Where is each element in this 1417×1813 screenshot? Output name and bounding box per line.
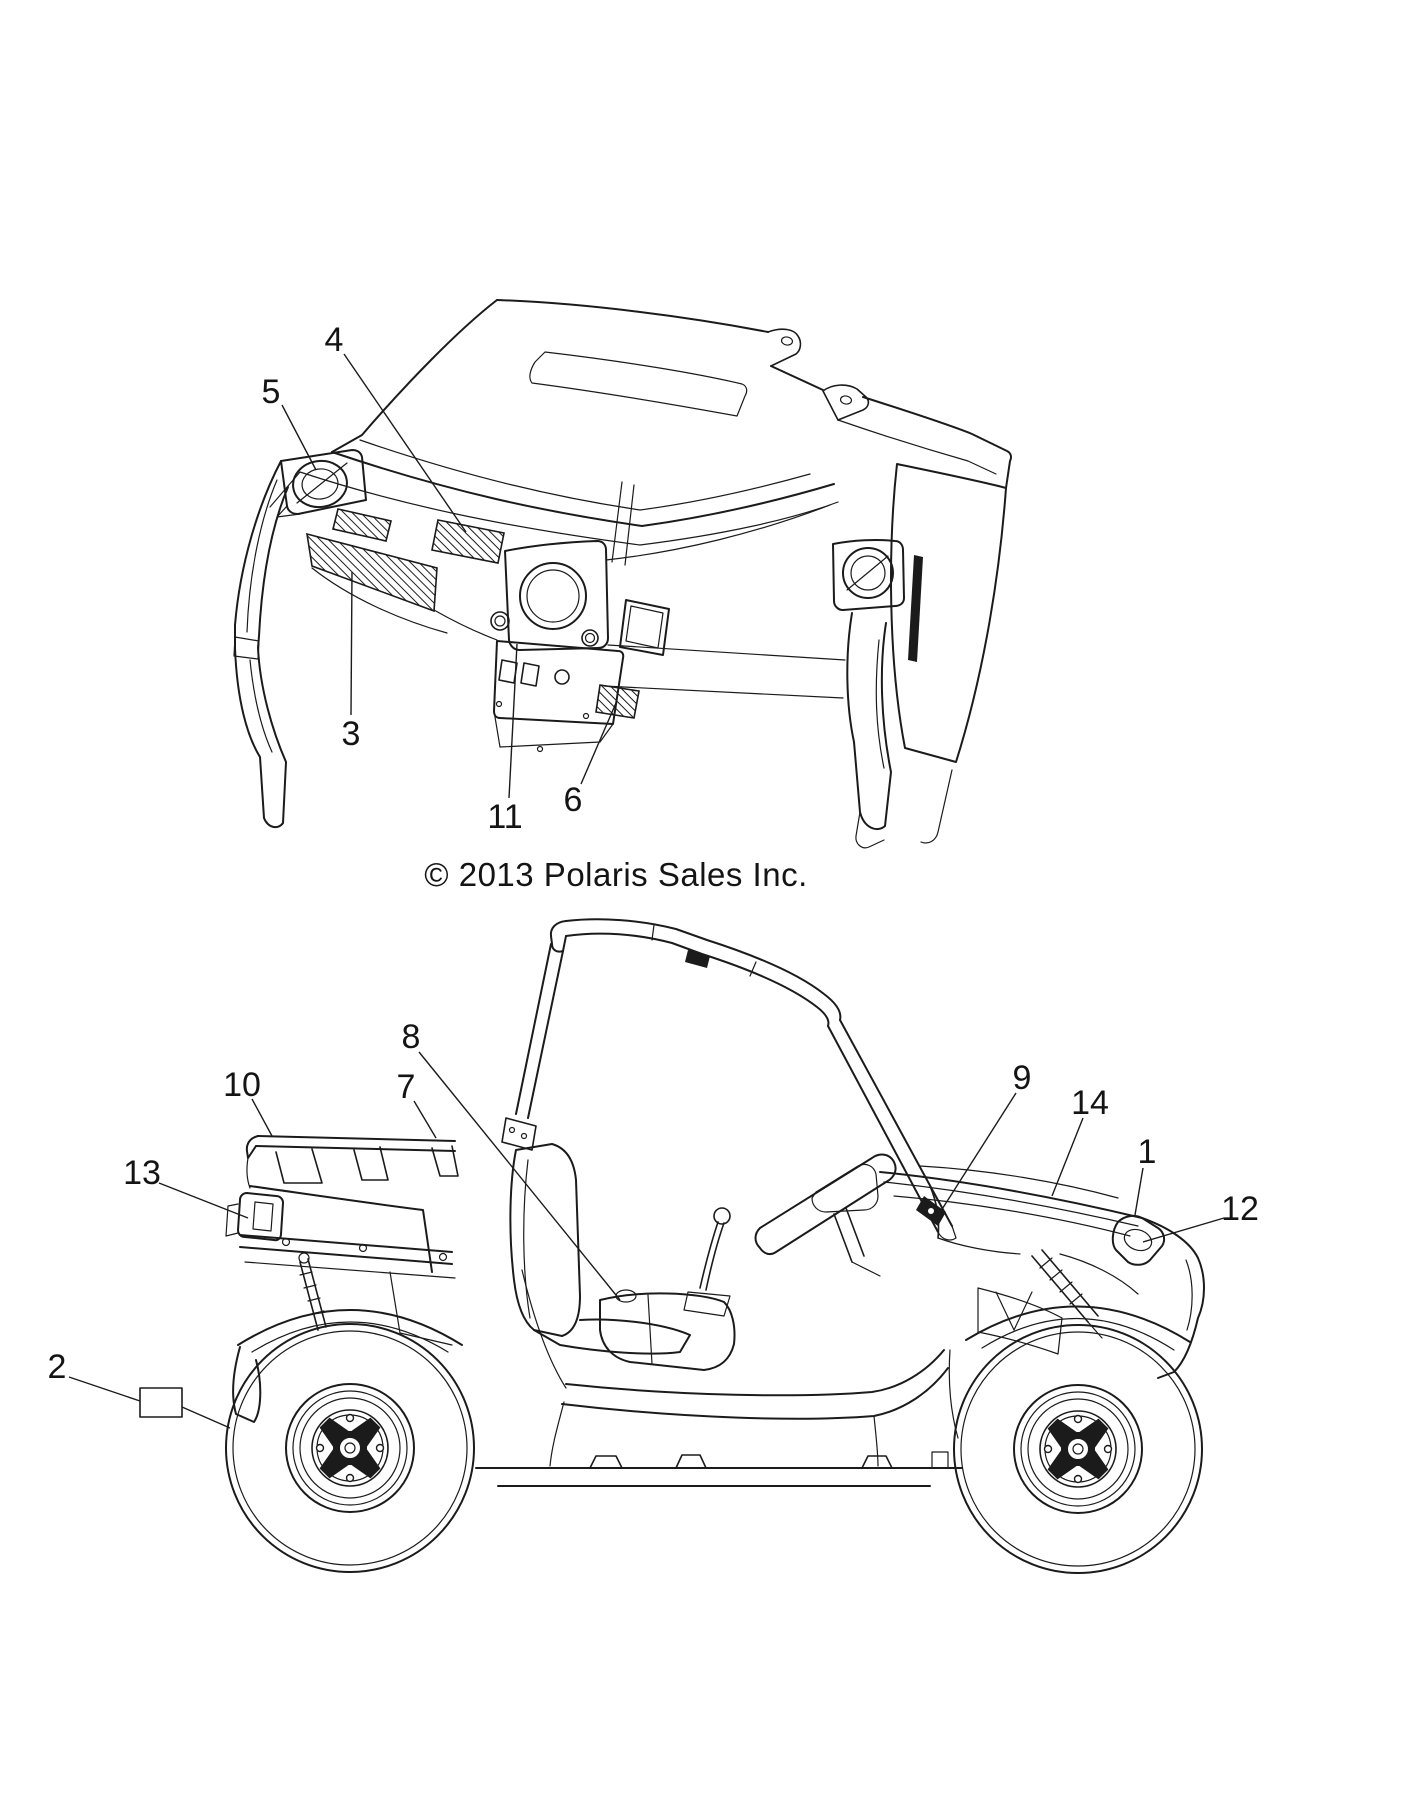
callout-leader-line [418,1051,621,1301]
callout-leader-line [281,404,317,471]
callout-leader-line [1051,1117,1084,1197]
callout-leader-line [938,1092,1017,1215]
rear-wheel [225,1323,475,1573]
hood-and-dash-assembly [233,299,1012,849]
steering-wheel [754,1153,897,1277]
underbody-frame [475,1451,963,1487]
callout-number: 10 [223,1066,261,1104]
callout-leader-line [413,1100,437,1139]
callout-number: 12 [1221,1190,1259,1228]
shift-lever [683,1207,731,1317]
rear-shock [298,1252,327,1331]
callout-leader-line [1134,1167,1144,1216]
fuel-tank [599,1289,736,1371]
callout-number: 5 [262,373,281,411]
callout-number: 2 [48,1348,67,1386]
callout-leader-line [508,643,518,799]
rocker-panel [521,1269,949,1467]
driver-seat [509,1143,691,1355]
dash-grille-strip [306,532,438,613]
copyright-notice: © 2013 Polaris Sales Inc. [424,856,808,893]
roll-cage [501,918,957,1241]
cargo-rack [245,1135,459,1189]
callout-leader-line [158,1182,249,1219]
dash-vent-patch-b [431,519,505,564]
callouts: 4 5 3 11 6 10 7 8 13 2 9 14 1 12 [48,321,1259,1402]
callout-number: 6 [564,781,583,819]
tail-lamp [225,1192,284,1242]
callout-leader-line [343,353,467,533]
headlight [1111,1214,1166,1266]
callout-number: 3 [342,715,361,753]
rear-fender [232,1309,463,1423]
front-cowl-lines [879,1165,1143,1295]
center-gauge-pod [490,540,609,651]
callout-number: 9 [1013,1059,1032,1097]
vehicle-side-view-assembly [139,918,1205,1574]
lower-console [493,640,640,753]
front-bumper [948,1217,1205,1439]
dash-vent-patch-a [332,508,392,542]
cargo-bed [239,1185,456,1346]
front-suspension [977,1249,1103,1355]
callout-leader-line [251,1098,273,1137]
callout-number: 1 [1138,1133,1157,1171]
callout-leader-line [1142,1217,1225,1243]
callout-number: 7 [397,1068,416,1106]
decal-box [139,1387,231,1429]
callout-number: 14 [1071,1084,1109,1122]
callout-leader-line [350,571,353,716]
left-fender-flap [233,460,289,829]
callout-number: 13 [123,1154,161,1192]
callout-leader-line [68,1376,141,1402]
right-fender-assembly [822,384,1012,849]
callout-number: 8 [402,1018,421,1056]
callout-leader-line [580,702,617,785]
callout-number: 4 [325,321,344,359]
front-wheel [953,1324,1203,1574]
callout-number: 11 [487,798,522,836]
console-vent-patch [595,684,640,719]
